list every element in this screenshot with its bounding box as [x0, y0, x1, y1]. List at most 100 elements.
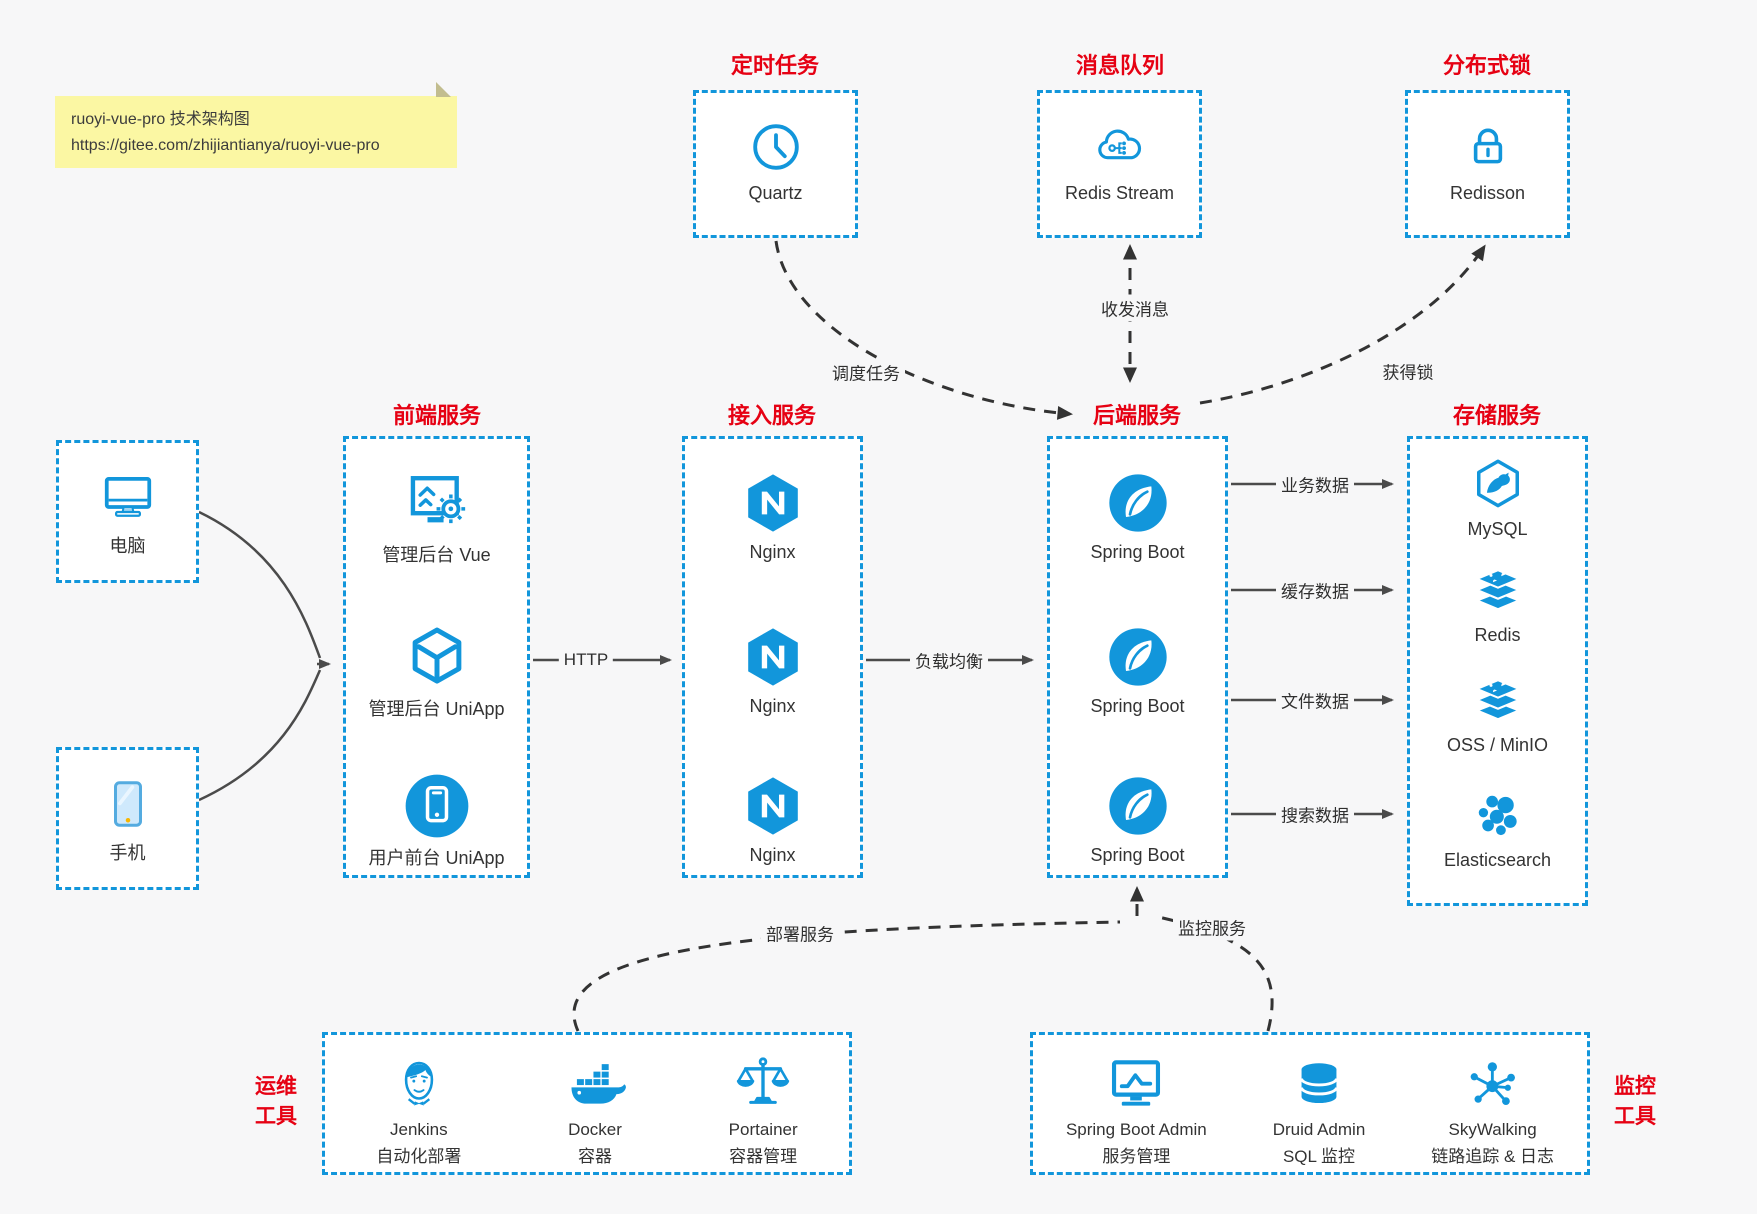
- monitoring-tools-box: Spring Boot Admin 服务管理 Druid Admin SQL 监…: [1030, 1032, 1590, 1175]
- item-label: OSS / MinIO: [1446, 735, 1549, 755]
- backend-item-spring-1: Spring Boot: [1050, 471, 1225, 563]
- item-name: Portainer: [728, 1120, 798, 1139]
- access-services-box: Nginx Nginx Nginx: [682, 436, 863, 878]
- item-name: SkyWalking: [1448, 1120, 1537, 1139]
- monitor-item-skywalking: SkyWalking 链路追踪 & 日志: [1431, 1052, 1554, 1168]
- item-label: 用户前台 UniApp: [368, 848, 505, 868]
- monitor-item-sba: Spring Boot Admin 服务管理: [1066, 1052, 1207, 1168]
- storage-item-oss-minio: OSS / MinIO: [1410, 672, 1585, 756]
- schedule-arrow: [774, 240, 1073, 420]
- lock-icon: [1473, 128, 1502, 164]
- nginx-icon: [747, 777, 798, 835]
- access-item-nginx-3: Nginx: [685, 774, 860, 866]
- redis-stream-label: Redis Stream: [1064, 183, 1175, 203]
- group-title-message-queue: 消息队列: [1075, 53, 1164, 78]
- group-title-scheduled-tasks: 定时任务: [730, 53, 819, 78]
- storage-item-mysql: MySQL: [1410, 456, 1585, 540]
- backend-services-box: Spring Boot Spring Boot Spring Boot: [1047, 436, 1228, 878]
- spring-boot-icon: [1108, 628, 1167, 686]
- monitoring-tools-side-label: 监控 工具: [1614, 1075, 1656, 1129]
- desktop-icon: [104, 476, 151, 517]
- note-title: ruoyi-vue-pro 技术架构图: [71, 111, 250, 128]
- storage-item-elasticsearch: Elasticsearch: [1410, 787, 1585, 871]
- user-app-phone-icon: [405, 774, 468, 838]
- http-edge-label: HTTP: [558, 649, 614, 671]
- spring-boot-admin-icon: [1112, 1060, 1161, 1106]
- access-item-nginx-2: Nginx: [685, 625, 860, 717]
- storage-services-box: MySQL Redis OSS / MinIO: [1407, 436, 1588, 906]
- monitor-edge-label: 监控服务: [1173, 913, 1251, 941]
- item-label: MySQL: [1467, 519, 1528, 539]
- mobile-label: 手机: [109, 842, 146, 863]
- redis-stack-icon: [1475, 569, 1520, 611]
- item-label: Nginx: [749, 845, 796, 865]
- item-label: Elasticsearch: [1443, 850, 1552, 870]
- nginx-icon: [747, 474, 798, 532]
- access-item-nginx-1: Nginx: [685, 471, 860, 563]
- item-label: Spring Boot: [1090, 542, 1185, 562]
- frontend-item-user-uniapp: 用户前台 UniApp: [346, 771, 527, 869]
- redisson-box: Redisson: [1405, 90, 1570, 238]
- item-desc: 链路追踪 & 日志: [1431, 1147, 1555, 1167]
- uniapp-cube-icon: [412, 627, 461, 684]
- group-title-storage: 存储服务: [1452, 403, 1541, 428]
- redis-stream-box: Redis Stream: [1037, 90, 1202, 238]
- ops-tools-box: Jenkins 自动化部署 Docker 容器: [322, 1032, 852, 1175]
- item-name: Jenkins: [390, 1120, 448, 1139]
- spring-boot-icon: [1108, 474, 1167, 532]
- oss-stack-icon: [1475, 679, 1520, 721]
- cache-data-edge-label: 缓存数据: [1276, 576, 1354, 604]
- item-desc: SQL 监控: [1282, 1147, 1356, 1167]
- storage-item-redis: Redis: [1410, 562, 1585, 646]
- load-balance-edge-label: 负载均衡: [910, 646, 988, 674]
- quartz-box: Quartz: [693, 90, 858, 238]
- pc-client-box: 电脑: [56, 440, 199, 583]
- item-name: Docker: [568, 1120, 622, 1139]
- ops-tools-side-label: 运维 工具: [255, 1075, 297, 1129]
- group-title-distributed-lock: 分布式锁: [1442, 53, 1531, 78]
- backend-item-spring-2: Spring Boot: [1050, 625, 1225, 717]
- item-label: 管理后台 Vue: [382, 545, 491, 565]
- group-title-backend: 后端服务: [1092, 403, 1181, 428]
- sticky-note: ruoyi-vue-pro 技术架构图 https://gitee.com/zh…: [55, 82, 457, 168]
- item-label: 管理后台 UniApp: [368, 699, 505, 719]
- item-desc: 容器: [578, 1147, 612, 1167]
- cloud-stream-icon: [1097, 129, 1141, 160]
- item-label: Nginx: [749, 696, 796, 716]
- note-url: https://gitee.com/zhijiantianya/ruoyi-vu…: [71, 136, 380, 154]
- admin-screen-gear-icon: [410, 476, 465, 524]
- item-desc: 容器管理: [729, 1147, 798, 1167]
- item-name: Spring Boot Admin: [1065, 1120, 1207, 1139]
- docker-whale-icon: [571, 1064, 626, 1104]
- spring-boot-icon: [1108, 777, 1167, 835]
- monitor-item-druid: Druid Admin SQL 监控: [1272, 1052, 1366, 1168]
- pc-label: 电脑: [109, 535, 146, 556]
- frontend-item-admin-uniapp: 管理后台 UniApp: [346, 622, 527, 720]
- deploy-edge-label: 部署服务: [761, 919, 839, 947]
- item-name: Druid Admin: [1272, 1120, 1366, 1139]
- group-title-frontend: 前端服务: [392, 403, 481, 428]
- search-data-edge-label: 搜索数据: [1276, 800, 1354, 828]
- nginx-icon: [747, 628, 798, 686]
- phone-icon: [113, 780, 142, 827]
- portainer-scales-icon: [736, 1057, 790, 1104]
- deploy-curve: [572, 920, 1121, 1032]
- backend-item-spring-3: Spring Boot: [1050, 774, 1225, 866]
- message-edge-label: 收发消息: [1096, 294, 1174, 322]
- ops-item-docker: Docker 容器: [564, 1052, 626, 1168]
- mysql-icon: [1476, 459, 1519, 508]
- group-title-access: 接入服务: [727, 403, 816, 428]
- item-label: Redis: [1474, 625, 1521, 645]
- mobile-client-box: 手机: [56, 747, 199, 890]
- item-label: Nginx: [749, 542, 796, 562]
- ops-item-portainer: Portainer 容器管理: [729, 1052, 798, 1168]
- skywalking-network-icon: [1470, 1062, 1515, 1105]
- item-desc: 服务管理: [1102, 1147, 1171, 1167]
- druid-database-icon: [1300, 1063, 1338, 1104]
- item-desc: 自动化部署: [376, 1147, 462, 1167]
- elasticsearch-cluster-icon: [1478, 795, 1517, 836]
- lock-edge-label: 获得锁: [1377, 357, 1439, 385]
- note-fold-corner: [436, 82, 451, 97]
- lock-arrow: [1199, 244, 1486, 405]
